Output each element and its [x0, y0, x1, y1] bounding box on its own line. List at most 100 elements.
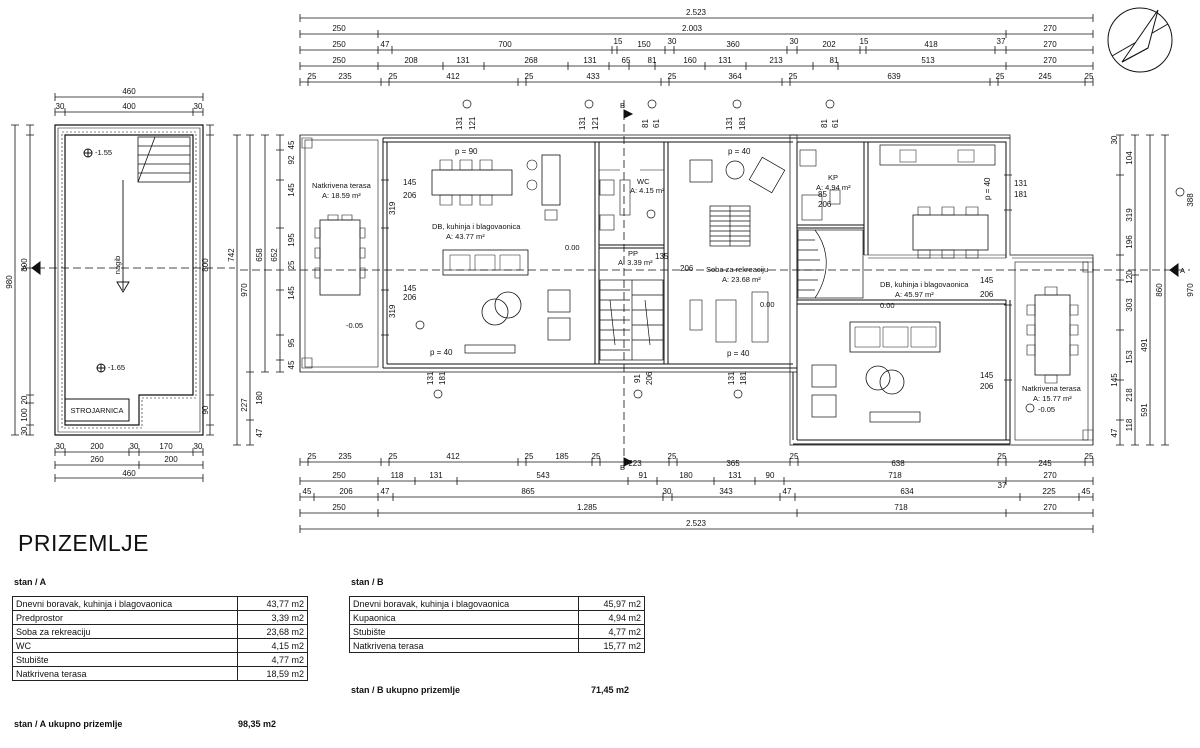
dim-bot-total: 2.523	[686, 519, 707, 528]
dim-bot-r2: 718	[888, 471, 902, 480]
bsm-dim-bottom: 200	[90, 442, 104, 451]
opening-mark: p = 40	[983, 177, 992, 200]
dim-right-small: 47	[1110, 428, 1119, 437]
opening-mark: 145	[980, 276, 994, 285]
dim-bot-r3: 206	[339, 487, 353, 496]
dim-bot-r2: 37	[998, 481, 1007, 490]
opening-mark: 206	[980, 290, 994, 299]
dim-bot-r4: 270	[1043, 503, 1057, 512]
dim-bot-r1: 25	[790, 452, 799, 461]
opening-mark: 91	[633, 374, 642, 383]
opening-mark: 206	[680, 264, 694, 273]
stan-b-heading: stan / B	[351, 577, 384, 587]
room-area: 4,77 m2	[237, 652, 308, 667]
dim-left-small: 95	[287, 338, 296, 347]
room-soba-name: Soba za rekreaciju	[706, 265, 768, 274]
dim-top-r5: 639	[887, 72, 901, 81]
opening-mark: 181	[1014, 190, 1028, 199]
opening-mark: 81	[641, 119, 650, 128]
dim-bot-r1: 25	[592, 452, 601, 461]
dim-top-total: 2.523	[686, 8, 707, 17]
dim-left-lower: 227	[240, 398, 249, 412]
dim-bot-r1: 235	[338, 452, 352, 461]
room-labels: Natkrivena terasa A: 18.59 m² DB, kuhinj…	[312, 173, 1082, 403]
room-terrace-left-area: A: 18.59 m²	[322, 191, 361, 200]
dim-bot-r1: 638	[891, 459, 905, 468]
basement-labels: 460 30 400 30 30 200 30 170 30 260 200 4…	[5, 87, 210, 478]
dim-top-r3: 150	[637, 40, 651, 49]
stan-b-total-label: stan / B ukupno prizemlje	[351, 685, 461, 695]
room-wc-area: A: 4.15 m²	[630, 186, 665, 195]
opening-mark: 319	[388, 201, 397, 215]
bsm-ramp-label: nagib	[113, 256, 122, 274]
bsm-dim-bottom2: 260	[90, 455, 104, 464]
bsm-level-top: -1.55	[95, 148, 112, 157]
dim-right-small: 218	[1125, 388, 1134, 402]
dim-top-r4: 131	[456, 56, 470, 65]
room-terrace-right-name: Natkrivena terasa	[1022, 384, 1082, 393]
opening-mark: 121	[468, 116, 477, 130]
opening-mark: 131	[725, 116, 734, 130]
opening-mark: 206	[403, 293, 417, 302]
dim-top-r5: 25	[525, 72, 534, 81]
opening-mark: 206	[403, 191, 417, 200]
dim-top-r5: 25	[389, 72, 398, 81]
dim-left-small: 25	[287, 260, 296, 269]
bsm-dim-total: 460	[122, 469, 136, 478]
dim-top-r4: 250	[332, 56, 346, 65]
bsm-dim-left: 980	[5, 275, 14, 289]
room-area: 15,77 m2	[578, 638, 645, 653]
dim-right-small: 319	[1125, 208, 1134, 222]
dim-top-r4: 131	[718, 56, 732, 65]
dim-bot-r2: 543	[536, 471, 550, 480]
bsm-dim-left-small: 20	[20, 395, 29, 404]
dim-bot-r1: 25	[668, 452, 677, 461]
dim-bot-r4: 250	[332, 503, 346, 512]
right-dimension-labels: 388 970 860 491 591 104 319 196 120 303 …	[1110, 135, 1195, 437]
dim-bot-r3: 343	[719, 487, 733, 496]
dim-top-r3: 202	[822, 40, 836, 49]
north-arrow-icon	[1107, 7, 1173, 73]
axis-marker-right: A	[1180, 266, 1185, 275]
dim-bot-r2: 250	[332, 471, 346, 480]
room-db-right-area: A: 45.97 m²	[895, 290, 934, 299]
dim-top-r4: 81	[830, 56, 839, 65]
dim-bot-r1: 25	[1085, 452, 1094, 461]
room-name: WC	[12, 638, 238, 653]
dim-bot-r2: 91	[639, 471, 648, 480]
stan-a-heading: stan / A	[14, 577, 47, 587]
opening-mark: 61	[652, 119, 661, 128]
opening-mark: p = 40	[430, 348, 453, 357]
opening-mark: 135	[655, 252, 669, 261]
dim-top-r3: 30	[668, 37, 677, 46]
dim-top-r5: 364	[728, 72, 742, 81]
opening-mark: 145	[980, 371, 994, 380]
room-db-left-name: DB, kuhinja i blagovaonica	[432, 222, 521, 231]
opening-mark: 131	[578, 116, 587, 130]
dim-right-small: 30	[1110, 135, 1119, 144]
room-name: Natkrivena terasa	[349, 638, 579, 653]
opening-mark: p = 40	[728, 147, 751, 156]
bsm-dim-left-small: 100	[20, 408, 29, 422]
dim-bot-r3: 45	[303, 487, 312, 496]
level-mark: 0.00	[760, 300, 775, 309]
dim-right-small: 145	[1110, 373, 1119, 387]
dim-bot-r3: 47	[783, 487, 792, 496]
dim-right-small: 120	[1125, 270, 1134, 284]
dim-bot-r4: 1.285	[577, 503, 598, 512]
opening-mark: 145	[403, 178, 417, 187]
bottom-dimension-labels: 25 235 25 412 25 185 25 223 25 365 25 63…	[303, 452, 1094, 528]
dim-left-small: 45	[287, 140, 296, 149]
room-name: Dnevni boravak, kuhinja i blagovaonica	[349, 596, 579, 611]
bsm-dim-right: 800	[201, 258, 210, 272]
dim-top-r5: 25	[668, 72, 677, 81]
dim-left-small: 145	[287, 286, 296, 300]
bsm-dim-top: 30	[194, 102, 203, 111]
opening-marks: 131 121 131 121 81 61 131 181 81 61 131 …	[388, 116, 1028, 391]
dim-bot-r1: 25	[525, 452, 534, 461]
